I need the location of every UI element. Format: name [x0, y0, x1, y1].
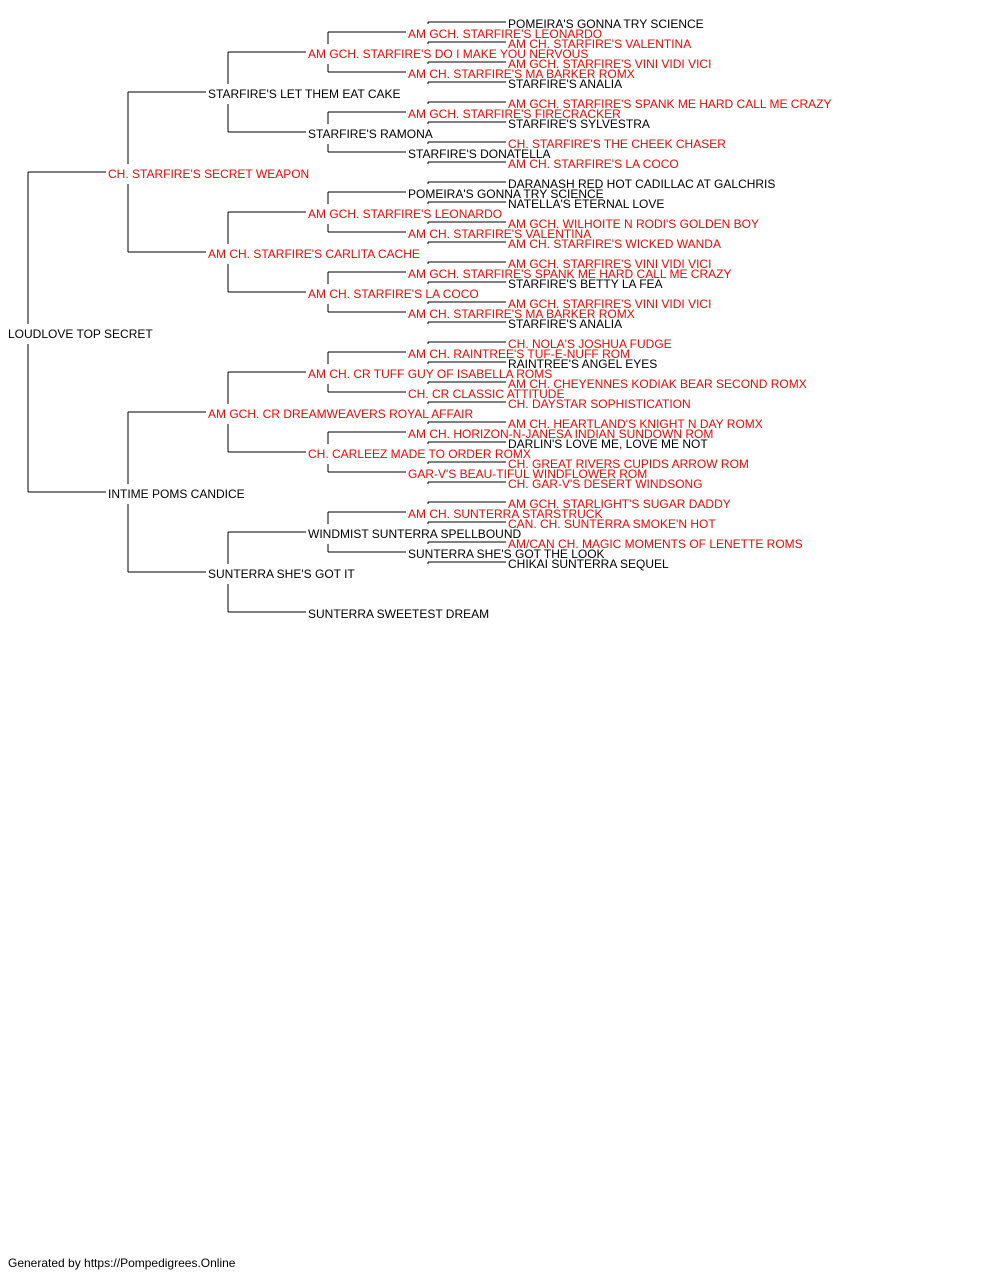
pedigree-ancestor-name: WINDMIST SUNTERRA SPELLBOUND	[308, 527, 521, 541]
pedigree-ancestor-name: AM GCH. STARFIRE'S VINI VIDI VICI	[508, 297, 711, 311]
pedigree-ancestor-name: CHIKAI SUNTERRA SEQUEL	[508, 557, 669, 571]
pedigree-ancestor-name: POMEIRA'S GONNA TRY SCIENCE	[408, 187, 604, 201]
pedigree-ancestor-name: CH. DAYSTAR SOPHISTICATION	[508, 397, 691, 411]
pedigree-ancestor-name: AM CH. CR TUFF GUY OF ISABELLA ROMS	[308, 367, 552, 381]
pedigree-ancestor-name: AM GCH. STARFIRE'S SPANK ME HARD CALL ME…	[408, 267, 731, 281]
pedigree-root-dog: LOUDLOVE TOP SECRET	[8, 327, 153, 341]
pedigree-ancestor-name: CH. NOLA'S JOSHUA FUDGE	[508, 337, 672, 351]
pedigree-ancestor-name: AM CH. STARFIRE'S MA BARKER ROMX	[408, 307, 635, 321]
pedigree-ancestor-name: AM CH. STARFIRE'S VALENTINA	[408, 227, 591, 241]
pedigree-ancestor-name: AM CH. HORIZON-N-JANESA INDIAN SUNDOWN R…	[408, 427, 713, 441]
pedigree-ancestor-name: CH. GAR-V'S DESERT WINDSONG	[508, 477, 703, 491]
pedigree-ancestor-name: AM CH. HEARTLAND'S KNIGHT N DAY ROMX	[508, 417, 763, 431]
pedigree-ancestor-name: CH. CARLEEZ MADE TO ORDER ROMX	[308, 447, 531, 461]
pedigree-ancestor-name: AM CH. STARFIRE'S MA BARKER ROMX	[408, 67, 635, 81]
pedigree-ancestor-name: AM GCH. STARFIRE'S DO I MAKE YOU NERVOUS	[308, 47, 588, 61]
pedigree-ancestor-name: CH. STARFIRE'S SECRET WEAPON	[108, 167, 309, 181]
pedigree-ancestor-name: AM GCH. STARFIRE'S SPANK ME HARD CALL ME…	[508, 97, 831, 111]
footer-credit: Generated by https://Pompedigrees.Online	[8, 1256, 236, 1270]
pedigree-ancestor-name: AM CH. STARFIRE'S LA COCO	[308, 287, 479, 301]
pedigree-ancestor-name: SUNTERRA SHE'S GOT THE LOOK	[408, 547, 605, 561]
pedigree-ancestor-name: AM CH. STARFIRE'S VALENTINA	[508, 37, 691, 51]
pedigree-ancestor-name: STARFIRE'S ANALIA	[508, 317, 622, 331]
pedigree-ancestor-name: STARFIRE'S BETTY LA FEA	[508, 277, 663, 291]
pedigree-ancestor-name: AM GCH. STARFIRE'S FIRECRACKER	[408, 107, 621, 121]
pedigree-ancestor-name: STARFIRE'S DONATELLA	[408, 147, 551, 161]
pedigree-ancestor-name: AM CH. RAINTREE'S TUF-E-NUFF ROM	[408, 347, 630, 361]
pedigree-ancestor-name: CH. STARFIRE'S THE CHEEK CHASER	[508, 137, 726, 151]
pedigree-ancestor-name: AM CH. STARFIRE'S LA COCO	[508, 157, 679, 171]
pedigree-ancestor-name: CAN. CH. SUNTERRA SMOKE'N HOT	[508, 517, 716, 531]
pedigree-ancestor-name: AM GCH. WILHOITE N RODI'S GOLDEN BOY	[508, 217, 759, 231]
pedigree-ancestor-name: AM GCH. STARLIGHT'S SUGAR DADDY	[508, 497, 731, 511]
pedigree-ancestor-name: GAR-V'S BEAU-TIFUL WINDFLOWER ROM	[408, 467, 647, 481]
pedigree-ancestor-name: STARFIRE'S LET THEM EAT CAKE	[208, 87, 401, 101]
pedigree-ancestor-name: AM CH. SUNTERRA STARSTRUCK	[408, 507, 602, 521]
pedigree-ancestor-name: AM CH. STARFIRE'S CARLITA CACHE	[208, 247, 420, 261]
pedigree-ancestor-name: SUNTERRA SWEETEST DREAM	[308, 607, 489, 621]
pedigree-tree: LOUDLOVE TOP SECRET CH. STARFIRE'S SECRET…	[8, 17, 831, 621]
pedigree-ancestor-name: STARFIRE'S ANALIA	[508, 77, 622, 91]
pedigree-ancestor-name: AM GCH. CR DREAMWEAVERS ROYAL AFFAIR	[208, 407, 473, 421]
pedigree-ancestor-name: INTIME POMS CANDICE	[108, 487, 245, 501]
pedigree-ancestor-name: AM GCH. STARFIRE'S LEONARDO	[408, 27, 602, 41]
pedigree-ancestor-name: STARFIRE'S RAMONA	[308, 127, 433, 141]
pedigree-ancestor-name: AM/CAN CH. MAGIC MOMENTS OF LENETTE ROMS	[508, 537, 803, 551]
pedigree-ancestor-name: AM CH. CHEYENNES KODIAK BEAR SECOND ROMX	[508, 377, 807, 391]
pedigree-ancestor-name: AM GCH. STARFIRE'S VINI VIDI VICI	[508, 57, 711, 71]
pedigree-ancestor-name: RAINTREE'S ANGEL EYES	[508, 357, 657, 371]
pedigree-ancestor-name: POMEIRA'S GONNA TRY SCIENCE	[508, 17, 704, 31]
pedigree-ancestor-name: AM GCH. STARFIRE'S VINI VIDI VICI	[508, 257, 711, 271]
pedigree-ancestor-name: AM CH. STARFIRE'S WICKED WANDA	[508, 237, 721, 251]
pedigree-ancestor-name: STARFIRE'S SYLVESTRA	[508, 117, 650, 131]
pedigree-ancestor-name: CH. CR CLASSIC ATTITUDE	[408, 387, 564, 401]
pedigree-ancestor-name: CH. GREAT RIVERS CUPIDS ARROW ROM	[508, 457, 749, 471]
pedigree-ancestor-name: NATELLA'S ETERNAL LOVE	[508, 197, 664, 211]
pedigree-ancestor-name: DARANASH RED HOT CADILLAC AT GALCHRIS	[508, 177, 775, 191]
pedigree-ancestor-name: SUNTERRA SHE'S GOT IT	[208, 567, 355, 581]
pedigree-ancestor-name: DARLIN'S LOVE ME, LOVE ME NOT	[508, 437, 708, 451]
pedigree-ancestor-name: AM GCH. STARFIRE'S LEONARDO	[308, 207, 502, 221]
